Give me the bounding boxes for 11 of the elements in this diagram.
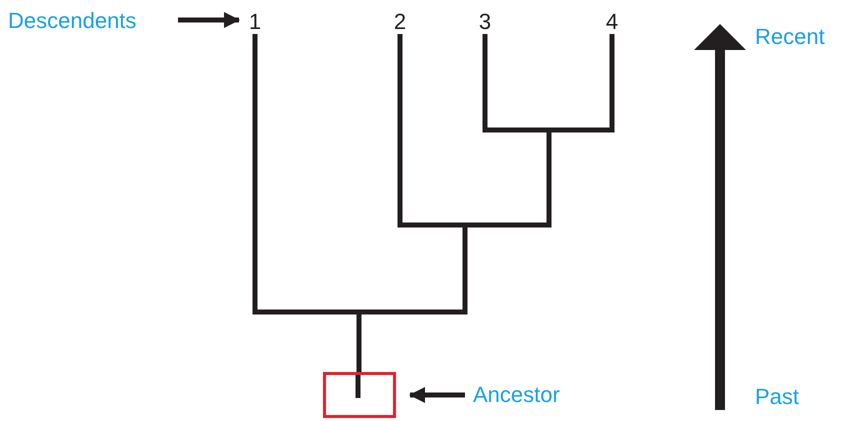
arrow	[409, 387, 465, 403]
descendents-label: Descendents	[8, 8, 168, 34]
tip-number: 1	[243, 10, 267, 34]
ancestor-label: Ancestor	[473, 382, 583, 408]
arrow	[178, 12, 240, 28]
tip-number: 4	[600, 10, 624, 34]
tip-number: 2	[388, 10, 412, 34]
ancestor-box	[323, 372, 396, 418]
time-label: Past	[755, 384, 800, 410]
tip-number: 3	[473, 10, 497, 34]
time-label: Recent	[755, 24, 825, 50]
